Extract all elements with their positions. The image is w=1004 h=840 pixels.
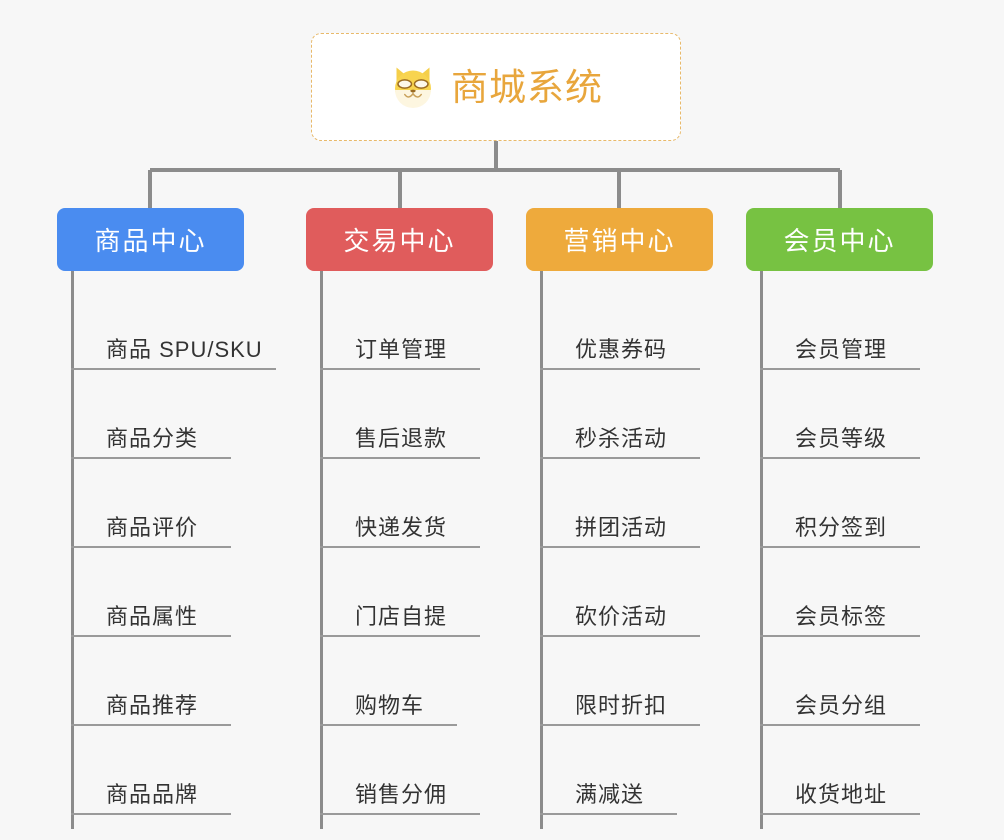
- item-underline: [71, 724, 231, 726]
- item-underline: [71, 813, 231, 815]
- item-underline: [320, 813, 480, 815]
- item-label: 积分签到: [795, 514, 888, 540]
- list-item[interactable]: 会员标签: [760, 548, 966, 637]
- list-item[interactable]: 商品品牌: [71, 726, 277, 815]
- item-label: 商品品牌: [106, 781, 199, 807]
- item-label: 售后退款: [355, 425, 448, 451]
- root-title: 商城系统: [451, 66, 603, 108]
- list-item[interactable]: 商品评价: [71, 459, 277, 548]
- item-underline: [540, 368, 700, 370]
- list-item[interactable]: 售后退款: [320, 370, 526, 459]
- list-item[interactable]: 快递发货: [320, 459, 526, 548]
- category-label: 商品中心: [94, 226, 207, 256]
- item-underline: [760, 457, 920, 459]
- list-item[interactable]: 积分签到: [760, 459, 966, 548]
- list-item[interactable]: 限时折扣: [540, 637, 746, 726]
- list-item[interactable]: 收货地址: [760, 726, 966, 815]
- item-label: 收货地址: [795, 781, 888, 807]
- column-product-center: 商品中心 商品 SPU/SKU 商品分类 商品评价 商品属性: [57, 208, 277, 829]
- item-label: 门店自提: [355, 603, 448, 629]
- item-label: 会员分组: [795, 692, 888, 718]
- item-label: 优惠券码: [575, 336, 668, 362]
- item-list-member-center: 会员管理 会员等级 积分签到 会员标签 会员分组: [760, 271, 966, 829]
- item-underline: [320, 368, 480, 370]
- item-label: 拼团活动: [575, 514, 668, 540]
- item-underline: [760, 368, 920, 370]
- item-underline: [320, 724, 457, 726]
- list-item[interactable]: 砍价活动: [540, 548, 746, 637]
- item-label: 销售分佣: [355, 781, 448, 807]
- item-label: 商品属性: [106, 603, 199, 629]
- item-list-trade-center: 订单管理 售后退款 快递发货 门店自提 购物车: [320, 271, 526, 829]
- column-trade-center: 交易中心 订单管理 售后退款 快递发货 门店自提: [306, 208, 526, 829]
- root-node: 商城系统: [311, 33, 681, 141]
- list-item[interactable]: 门店自提: [320, 548, 526, 637]
- shiba-dog-face-icon: [395, 67, 431, 108]
- list-item[interactable]: 商品属性: [71, 548, 277, 637]
- item-label: 砍价活动: [575, 603, 668, 629]
- item-label: 满减送: [575, 781, 645, 807]
- item-underline: [71, 546, 231, 548]
- list-item[interactable]: 销售分佣: [320, 726, 526, 815]
- category-label: 会员中心: [783, 226, 896, 256]
- item-underline: [540, 635, 700, 637]
- item-underline: [320, 457, 480, 459]
- item-underline: [540, 724, 700, 726]
- item-underline: [71, 635, 231, 637]
- item-underline: [760, 635, 920, 637]
- item-label: 商品推荐: [106, 692, 199, 718]
- item-underline: [71, 368, 276, 370]
- list-item[interactable]: 会员分组: [760, 637, 966, 726]
- item-label: 商品评价: [106, 514, 199, 540]
- category-box-marketing-center[interactable]: 营销中心: [526, 208, 713, 271]
- item-label: 秒杀活动: [575, 425, 668, 451]
- category-box-member-center[interactable]: 会员中心: [746, 208, 933, 271]
- list-item[interactable]: 商品分类: [71, 370, 277, 459]
- item-underline: [320, 546, 480, 548]
- item-label: 会员管理: [795, 336, 888, 362]
- item-label: 会员标签: [795, 603, 888, 629]
- list-item[interactable]: 秒杀活动: [540, 370, 746, 459]
- list-item[interactable]: 满减送: [540, 726, 746, 815]
- item-label: 商品分类: [106, 425, 199, 451]
- item-list-product-center: 商品 SPU/SKU 商品分类 商品评价 商品属性 商品推荐: [71, 271, 277, 829]
- list-item[interactable]: 订单管理: [320, 281, 526, 370]
- list-item[interactable]: 会员等级: [760, 370, 966, 459]
- category-columns: 商品中心 商品 SPU/SKU 商品分类 商品评价 商品属性: [0, 208, 1004, 840]
- item-label: 限时折扣: [575, 692, 668, 718]
- category-box-trade-center[interactable]: 交易中心: [306, 208, 493, 271]
- item-underline: [320, 635, 480, 637]
- list-item[interactable]: 购物车: [320, 637, 526, 726]
- item-list-marketing-center: 优惠券码 秒杀活动 拼团活动 砍价活动 限时折扣: [540, 271, 746, 829]
- category-label: 交易中心: [343, 226, 456, 256]
- item-underline: [540, 457, 700, 459]
- item-underline: [540, 546, 700, 548]
- list-item[interactable]: 商品推荐: [71, 637, 277, 726]
- list-item[interactable]: 商品 SPU/SKU: [71, 281, 277, 370]
- item-label: 订单管理: [355, 336, 448, 362]
- column-marketing-center: 营销中心 优惠券码 秒杀活动 拼团活动 砍价活动: [526, 208, 746, 829]
- category-box-product-center[interactable]: 商品中心: [57, 208, 244, 271]
- item-label: 快递发货: [355, 514, 448, 540]
- item-underline: [760, 546, 920, 548]
- category-label: 营销中心: [563, 226, 676, 256]
- list-item[interactable]: 优惠券码: [540, 281, 746, 370]
- item-underline: [760, 813, 920, 815]
- item-underline: [760, 724, 920, 726]
- item-label: 会员等级: [795, 425, 888, 451]
- column-member-center: 会员中心 会员管理 会员等级 积分签到 会员标签: [746, 208, 966, 829]
- list-item[interactable]: 拼团活动: [540, 459, 746, 548]
- item-underline: [71, 457, 231, 459]
- item-label: 商品 SPU/SKU: [106, 336, 263, 362]
- item-underline: [540, 813, 677, 815]
- list-item[interactable]: 会员管理: [760, 281, 966, 370]
- item-label: 购物车: [355, 692, 425, 718]
